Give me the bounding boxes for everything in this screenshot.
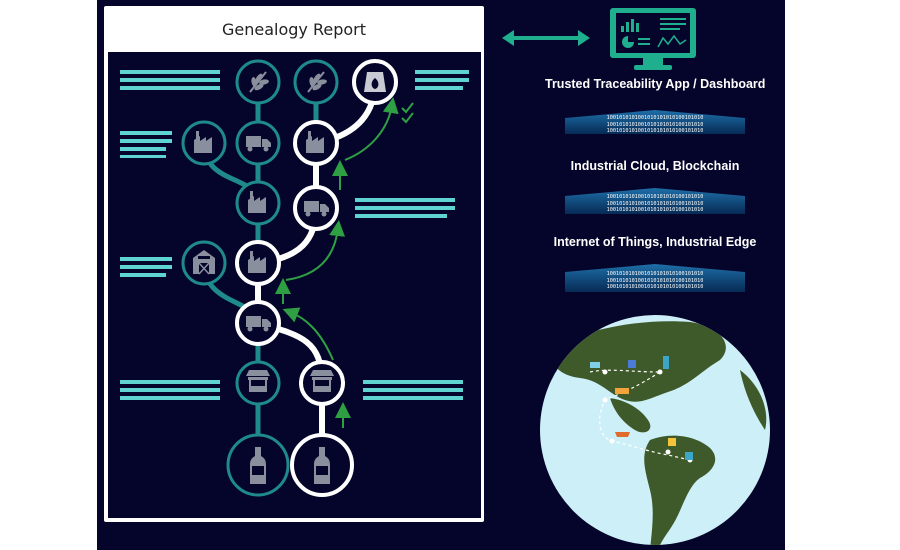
report-title: Genealogy Report xyxy=(221,20,366,39)
iot-band-binary: 1001010101001010101010100101010 10010101… xyxy=(565,271,745,291)
globe-icon xyxy=(540,315,770,545)
cloud-layer-band xyxy=(565,110,745,134)
seed-bag-icon xyxy=(352,59,398,105)
bottle-icon xyxy=(290,433,354,497)
truck-icon xyxy=(235,300,281,346)
cloud-band-binary: 1001010101001010101010100101010 10010101… xyxy=(565,115,745,135)
wheat-icon xyxy=(293,59,339,105)
binary-line: 1001010101001010101010100101010 xyxy=(606,115,704,121)
binary-line: 1001010101001010101010100101010 xyxy=(606,207,704,214)
factory-icon xyxy=(235,180,281,226)
binary-line: 1001010101001010101010100101010 xyxy=(606,200,704,207)
checkmark-icon xyxy=(401,102,414,124)
factory-icon xyxy=(235,240,281,286)
genealogy-nodes xyxy=(181,59,398,497)
bidirectional-arrow-icon xyxy=(502,30,590,46)
factory-icon xyxy=(181,120,227,166)
barn-icon xyxy=(181,240,227,286)
factory-icon xyxy=(293,120,339,166)
dashboard-layer-label: Trusted Traceability App / Dashboard xyxy=(545,77,766,91)
binary-line: 1001010101001010101010100101010 xyxy=(606,284,704,291)
market-stall-icon xyxy=(299,360,345,406)
edge-band-binary: 1001010101001010101010100101010 10010101… xyxy=(565,194,745,214)
truck-icon xyxy=(235,120,281,166)
cloud-layer-label: Industrial Cloud, Blockchain xyxy=(570,159,740,173)
trace-arrows xyxy=(275,97,399,428)
binary-line: 1001010101001010101010100101010 xyxy=(606,277,704,284)
text-placeholder-bars xyxy=(120,70,469,400)
edge-layer-label: Internet of Things, Industrial Edge xyxy=(553,235,757,249)
binary-line: 1001010101001010101010100101010 xyxy=(606,194,704,200)
edge-layer-band xyxy=(565,188,745,214)
bottle-icon xyxy=(226,433,290,497)
market-stall-icon xyxy=(235,360,281,406)
wheat-icon xyxy=(235,59,281,105)
binary-line: 1001010101001010101010100101010 xyxy=(606,121,704,128)
truck-icon xyxy=(293,185,339,231)
iot-layer-band xyxy=(565,264,745,292)
genealogy-canvas xyxy=(108,52,481,518)
binary-line: 1001010101001010101010100101010 xyxy=(606,128,704,135)
monitor-icon xyxy=(610,8,696,70)
binary-line: 1001010101001010101010100101010 xyxy=(606,271,704,277)
